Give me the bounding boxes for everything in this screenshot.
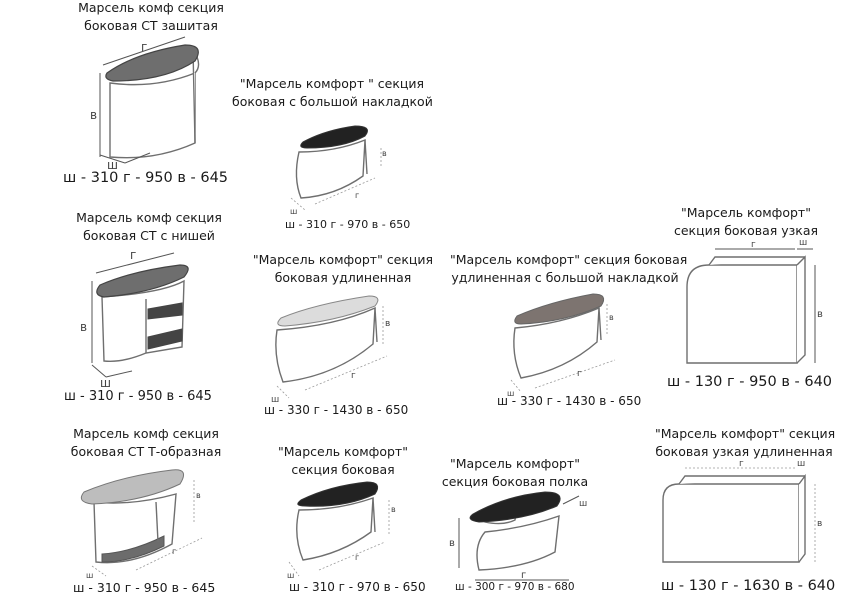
section-drawing: в г ш	[90, 36, 200, 172]
section-drawing: в г ш	[507, 293, 616, 398]
svg-text:в: в	[382, 149, 387, 158]
section-drawing: в г ш	[287, 481, 396, 580]
svg-text:г: г	[172, 547, 176, 556]
item-dimensions: ш - 330 г - 1430 в - 650	[497, 394, 642, 408]
item-dimensions: ш - 310 г - 950 в - 645	[73, 580, 216, 595]
svg-text:ш: ш	[271, 395, 279, 405]
svg-text:ш: ш	[86, 571, 93, 580]
section-drawing: в г ш	[449, 491, 587, 581]
item-title: "Марсель комфорт"секция боковая полка	[441, 456, 589, 489]
svg-text:ш: ш	[797, 459, 805, 469]
svg-text:ш: ш	[107, 158, 118, 172]
svg-text:в: в	[817, 309, 823, 320]
svg-text:г: г	[351, 371, 356, 381]
svg-text:ш: ш	[507, 389, 514, 398]
svg-text:г: г	[355, 553, 359, 562]
item-dimensions: ш - 300 г - 970 в - 680	[455, 581, 575, 593]
svg-text:г: г	[577, 369, 582, 379]
svg-text:в: в	[385, 319, 390, 329]
svg-text:ш: ш	[287, 571, 294, 580]
svg-text:ш: ш	[290, 207, 297, 216]
section-drawing: в г ш	[271, 295, 390, 405]
svg-text:г: г	[739, 459, 744, 469]
svg-text:в: в	[90, 108, 97, 122]
item-title: "Марсель комфорт"секция боковая узкая	[673, 205, 819, 238]
svg-text:в: в	[449, 538, 455, 549]
item-title: "Марсель комфорт"секция боковая	[278, 444, 408, 477]
item-dimensions: ш - 310 г - 970 в - 650	[285, 218, 411, 231]
svg-text:г: г	[130, 248, 136, 262]
svg-text:в: в	[609, 313, 614, 322]
section-drawing: г в ш	[686, 238, 823, 364]
item-dimensions: ш - 130 г - 950 в - 640	[667, 374, 833, 390]
svg-text:г: г	[521, 570, 526, 581]
svg-text:в: в	[80, 320, 87, 334]
svg-text:г: г	[355, 191, 359, 200]
section-drawing: г в ш	[662, 459, 822, 563]
item-dimensions: ш - 310 г - 970 в - 650	[289, 580, 426, 594]
item-dimensions: ш - 130 г - 1630 в - 640	[661, 578, 836, 594]
item-dimensions: ш - 310 г - 950 в - 645	[63, 170, 229, 186]
item-dimensions: ш - 330 г - 1430 в - 650	[264, 403, 409, 417]
svg-text:в: в	[817, 519, 822, 529]
svg-text:в: в	[391, 505, 396, 514]
svg-text:ш: ш	[100, 376, 111, 390]
svg-text:г: г	[751, 240, 756, 250]
section-drawing: в г ш	[80, 248, 189, 390]
svg-text:ш: ш	[799, 238, 807, 248]
svg-text:в: в	[196, 491, 201, 500]
svg-text:г: г	[141, 40, 147, 54]
svg-text:ш: ш	[579, 499, 587, 509]
section-drawing: в г ш	[80, 469, 203, 580]
item-dimensions: ш - 310 г - 950 в - 645	[64, 389, 212, 404]
section-drawing: в г ш	[290, 125, 387, 216]
